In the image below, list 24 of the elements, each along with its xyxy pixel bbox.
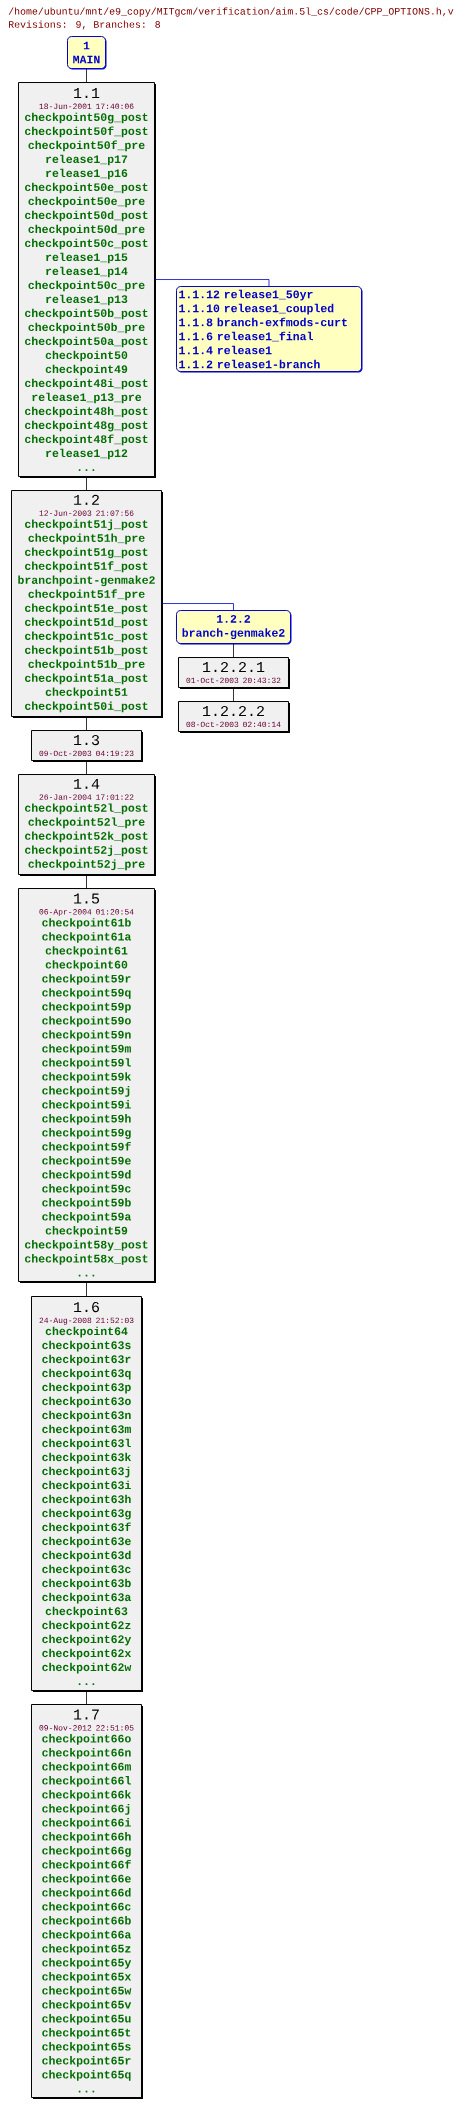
revision-box: 1.3 09-Oct-2003 04:19:23 xyxy=(31,730,143,762)
connector-line xyxy=(86,476,87,491)
revision-box: 1.2.2.2 08-Oct-2003 02:40:14 xyxy=(178,701,290,733)
branch-box: 1.2.2 branch-genmake2 xyxy=(176,610,292,645)
title-text: /home/ubuntu/mnt/e9_copy/MITgcm/verification/aim.5l_cs/code/CPP_OPTIONS.h,v xyxy=(8,7,454,17)
revision-box: 1.1 18-Jun-2001 17:40:06 checkpoint50g_post checkpoint50f_post checkpoint50f_pre release1_p17 release1_p16 checkpoint50e_post checkpoint50e_pre checkpoint50d_post checkpoint50d_pre checkpoint50c_post release1_p15 release1_p14 checkpoint50c_pre release1_p13 checkpoint50b_post checkpoint50b_pre checkpoint50a_post checkpoint50 checkpoint49 checkpoint48i_post release1_p13_pre checkpoint48h_post checkpoint48g_post checkpoint48f_post release1_p12 ... xyxy=(18,82,156,478)
revision-box: 1.5 06-Apr-2004 01:20:54 checkpoint61b checkpoint61a checkpoint61 checkpoint60 checkpoint59r checkpoint59q checkpoint59p checkpoint59o checkpoint59n checkpoint59m checkpoint59l checkpoint59k checkpoint59j checkpoint59i checkpoint59h checkpoint59g checkpoint59f checkpoint59e checkpoint59d checkpoint59c checkpoint59b checkpoint59a checkpoint59 checkpoint58y_post checkpoint58x_post ... xyxy=(18,888,156,1283)
branch-box: 1.1.12 release1_50yr 1.1.10 release1_coupled 1.1.8 branch-exfmods-curt 1.1.6 release1_final 1.1.4 release1 1.1.2 release1-branch xyxy=(176,286,363,373)
connector-line xyxy=(86,874,87,889)
revision-box: 1.2 12-Jun-2003 21:07:56 checkpoint51j_post checkpoint51h_pre checkpoint51g_post checkpoint51f_post branchpoint-genmake2 checkpoint51f_pre checkpoint51e_post checkpoint51d_post checkpoint51c_post checkpoint51b_post checkpoint51b_pre checkpoint51a_post checkpoint51 checkpoint50i_post xyxy=(11,490,163,718)
connector-line xyxy=(86,716,87,731)
connector-line xyxy=(233,643,234,658)
connector-line xyxy=(233,687,234,702)
revision-box: 1.7 09-Nov-2012 22:51:05 checkpoint66o checkpoint66n checkpoint66m checkpoint66l checkpoint66k checkpoint66j checkpoint66i checkpoint66h checkpoint66g checkpoint66f checkpoint66e checkpoint66d checkpoint66c checkpoint66b checkpoint66a checkpoint65z checkpoint65y checkpoint65x checkpoint65w checkpoint65v checkpoint65u checkpoint65t checkpoint65s checkpoint65r checkpoint65q ... xyxy=(31,1704,143,2099)
connector-line xyxy=(86,1690,87,1705)
revision-box: 1.6 24-Aug-2008 21:52:03 checkpoint64 checkpoint63s checkpoint63r checkpoint63q checkpoint63p checkpoint63o checkpoint63n checkpoint63m checkpoint63l checkpoint63k checkpoint63j checkpoint63i checkpoint63h checkpoint63g checkpoint63f checkpoint63e checkpoint63d checkpoint63c checkpoint63b checkpoint63a checkpoint63 checkpoint62z checkpoint62y checkpoint62x checkpoint62w ... xyxy=(31,1296,143,1692)
connector-line xyxy=(86,1281,87,1297)
connector-line xyxy=(154,279,270,287)
branch-box: 1 MAIN xyxy=(67,36,107,70)
connector-line xyxy=(86,68,87,83)
revision-box: 1.4 26-Jan-2004 17:01:22 checkpoint52l_post checkpoint52l_pre checkpoint52k_post checkpoint52j_post checkpoint52j_pre xyxy=(18,774,156,876)
connector-line xyxy=(161,603,234,611)
connector-line xyxy=(86,760,87,775)
revision-box: 1.2.2.1 01-Oct-2003 20:43:32 xyxy=(178,657,290,689)
